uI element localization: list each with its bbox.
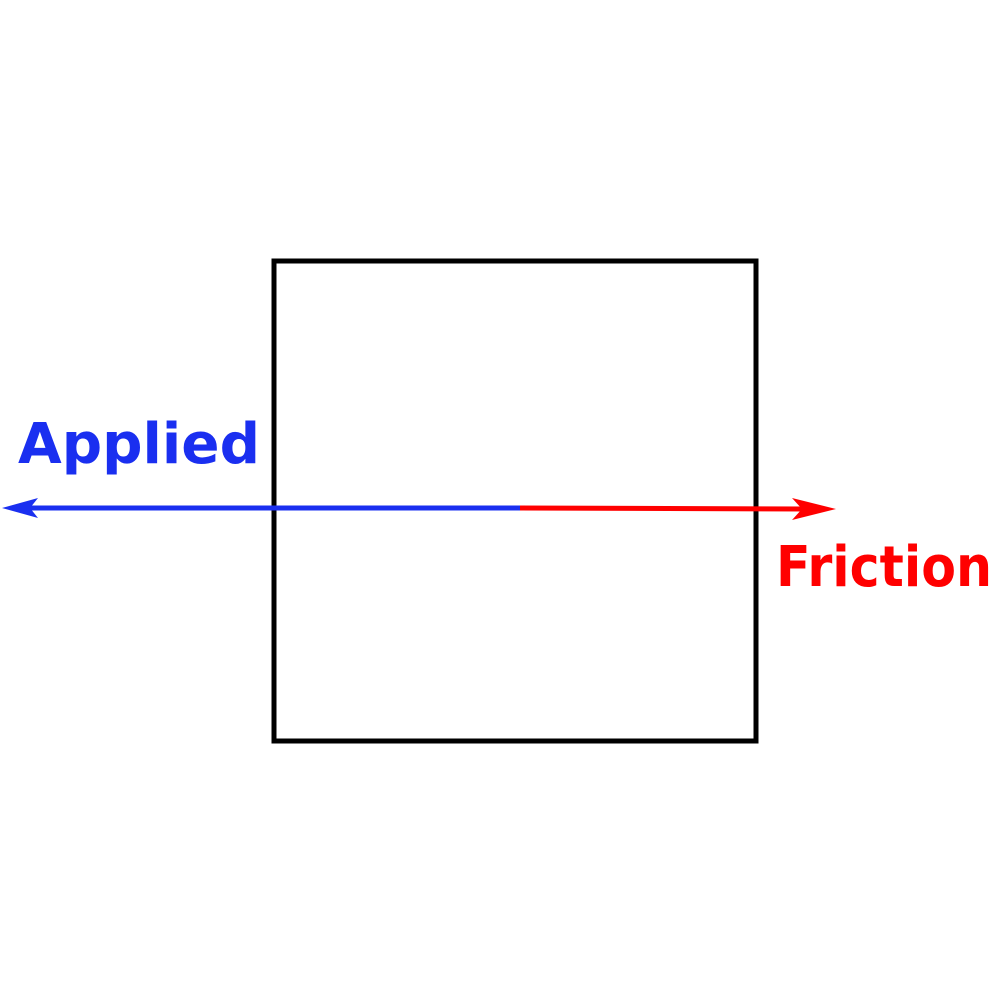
applied-force-arrowhead (2, 498, 38, 518)
friction-force-label: Friction (776, 535, 992, 600)
friction-force-shaft (519, 505, 806, 512)
friction-force-arrowhead (792, 498, 836, 520)
applied-force-label: Applied (18, 412, 260, 477)
block (271, 258, 759, 744)
friction-force-arrow (519, 498, 836, 520)
applied-force-arrow (2, 498, 522, 518)
